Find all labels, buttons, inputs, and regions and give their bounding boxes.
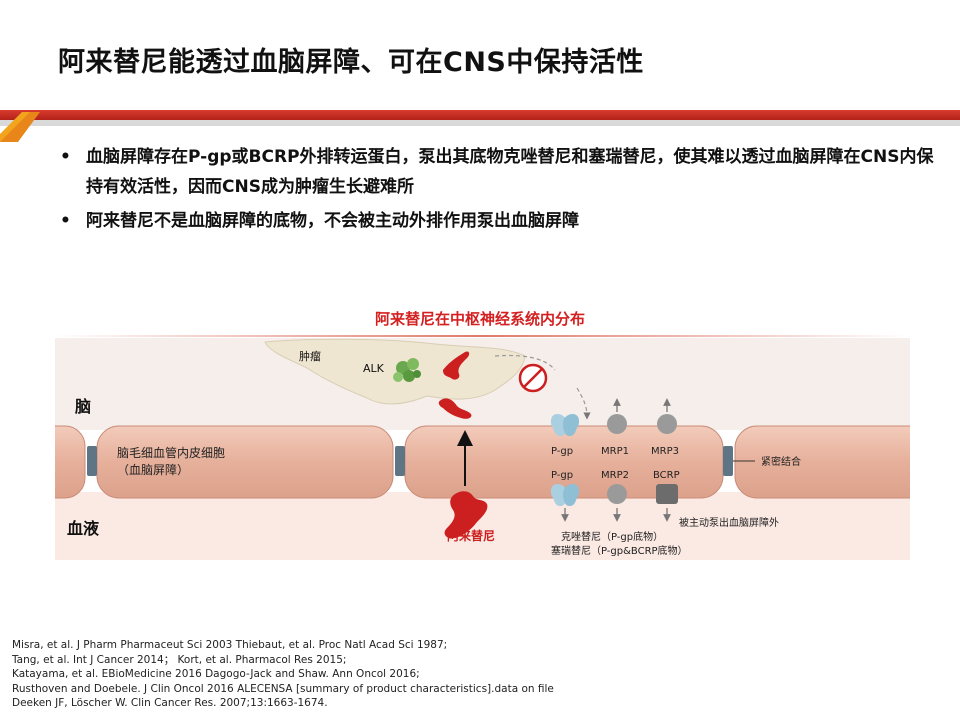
bullet-marker: • xyxy=(60,147,71,167)
reference-item: Misra, et al. J Pharm Pharmaceut Sci 200… xyxy=(12,639,448,651)
references: Misra, et al. J Pharm Pharmaceut Sci 200… xyxy=(12,638,554,711)
brain-label: 脑 xyxy=(75,397,91,416)
dashed-arrow xyxy=(494,354,556,371)
endothelial-cell-left xyxy=(55,425,86,499)
alk-label: ALK xyxy=(363,362,385,375)
mrp3-transporter-icon xyxy=(657,414,677,434)
dashed-arrow xyxy=(576,387,591,420)
mrp2-transporter-icon xyxy=(607,484,627,504)
crizotinib-label: 克唑替尼（P-gp底物） xyxy=(561,530,663,543)
tumor-label: 肿瘤 xyxy=(299,349,321,363)
bullet-list: • 血脑屏障存在P-gp或BCRP外排转运蛋白，泵出其底物克唑替尼和塞瑞替尼，使… xyxy=(60,142,940,240)
endothelial-cell xyxy=(96,425,394,499)
bullet-item: • 血脑屏障存在P-gp或BCRP外排转运蛋白，泵出其底物克唑替尼和塞瑞替尼，使… xyxy=(60,142,940,202)
ceritinib-label: 塞瑞替尼（P-gp&BCRP底物） xyxy=(551,544,688,557)
pgp-bottom-label: P-gp xyxy=(551,470,573,481)
blood-label: 血液 xyxy=(67,519,100,538)
endothelial-cell-right xyxy=(734,425,910,499)
bbb-diagram: 脑 血液 肿瘤 ALK 脑毛细血管内皮细胞 （血脑屏障） 紧密结合 阿来替尼 P… xyxy=(55,338,910,560)
mrp2-label: MRP2 xyxy=(601,470,629,481)
slide-title: 阿来替尼能透过血脑屏障、可在CNS中保持活性 xyxy=(58,47,644,78)
mrp1-transporter-icon xyxy=(607,414,627,434)
bbb-label: （血脑屏障） xyxy=(117,462,189,477)
bullet-item: • 阿来替尼不是血脑屏障的底物，不会被主动外排作用泵出血脑屏障 xyxy=(60,206,940,236)
tight-junction xyxy=(723,446,733,476)
header-band xyxy=(0,110,960,142)
diagram-divider xyxy=(55,335,910,337)
tight-junction xyxy=(395,446,405,476)
alectinib-molecule-icon xyxy=(438,398,472,419)
mrp1-label: MRP1 xyxy=(601,446,629,457)
tight-junction xyxy=(87,446,97,476)
blocked-icon xyxy=(518,363,548,393)
alectinib-molecule-icon xyxy=(443,351,470,380)
endothelial-label: 脑毛细血管内皮细胞 xyxy=(117,445,225,460)
reference-item: Tang, et al. Int J Cancer 2014； Kort, et… xyxy=(12,653,347,666)
bcrp-transporter-icon xyxy=(656,484,678,504)
bullet-text: 血脑屏障存在P-gp或BCRP外排转运蛋白，泵出其底物克唑替尼和塞瑞替尼，使其难… xyxy=(86,147,934,197)
alectinib-molecule-icon xyxy=(444,491,488,539)
bcrp-label: BCRP xyxy=(653,470,680,481)
bullet-text: 阿来替尼不是血脑屏障的底物，不会被主动外排作用泵出血脑屏障 xyxy=(86,211,579,231)
bullet-marker: • xyxy=(60,211,71,231)
pumped-out-label: 被主动泵出血脑屏障外 xyxy=(679,516,779,529)
alk-protein-icon xyxy=(393,358,421,382)
pgp-transporter-icon xyxy=(550,414,580,436)
diagram-title: 阿来替尼在中枢神经系统内分布 xyxy=(374,310,585,328)
pgp-transporter-icon xyxy=(550,484,580,506)
reference-item: Katayama, et al. EBioMedicine 2016 Dagog… xyxy=(12,668,420,680)
reference-item: Deeken JF, Löscher W. Clin Cancer Res. 2… xyxy=(12,697,328,709)
reference-item: Rusthoven and Doebele. J Clin Oncol 2016… xyxy=(12,682,554,695)
pgp-top-label: P-gp xyxy=(551,446,573,457)
tight-junction-label: 紧密结合 xyxy=(761,455,801,468)
mrp3-label: MRP3 xyxy=(651,446,679,457)
